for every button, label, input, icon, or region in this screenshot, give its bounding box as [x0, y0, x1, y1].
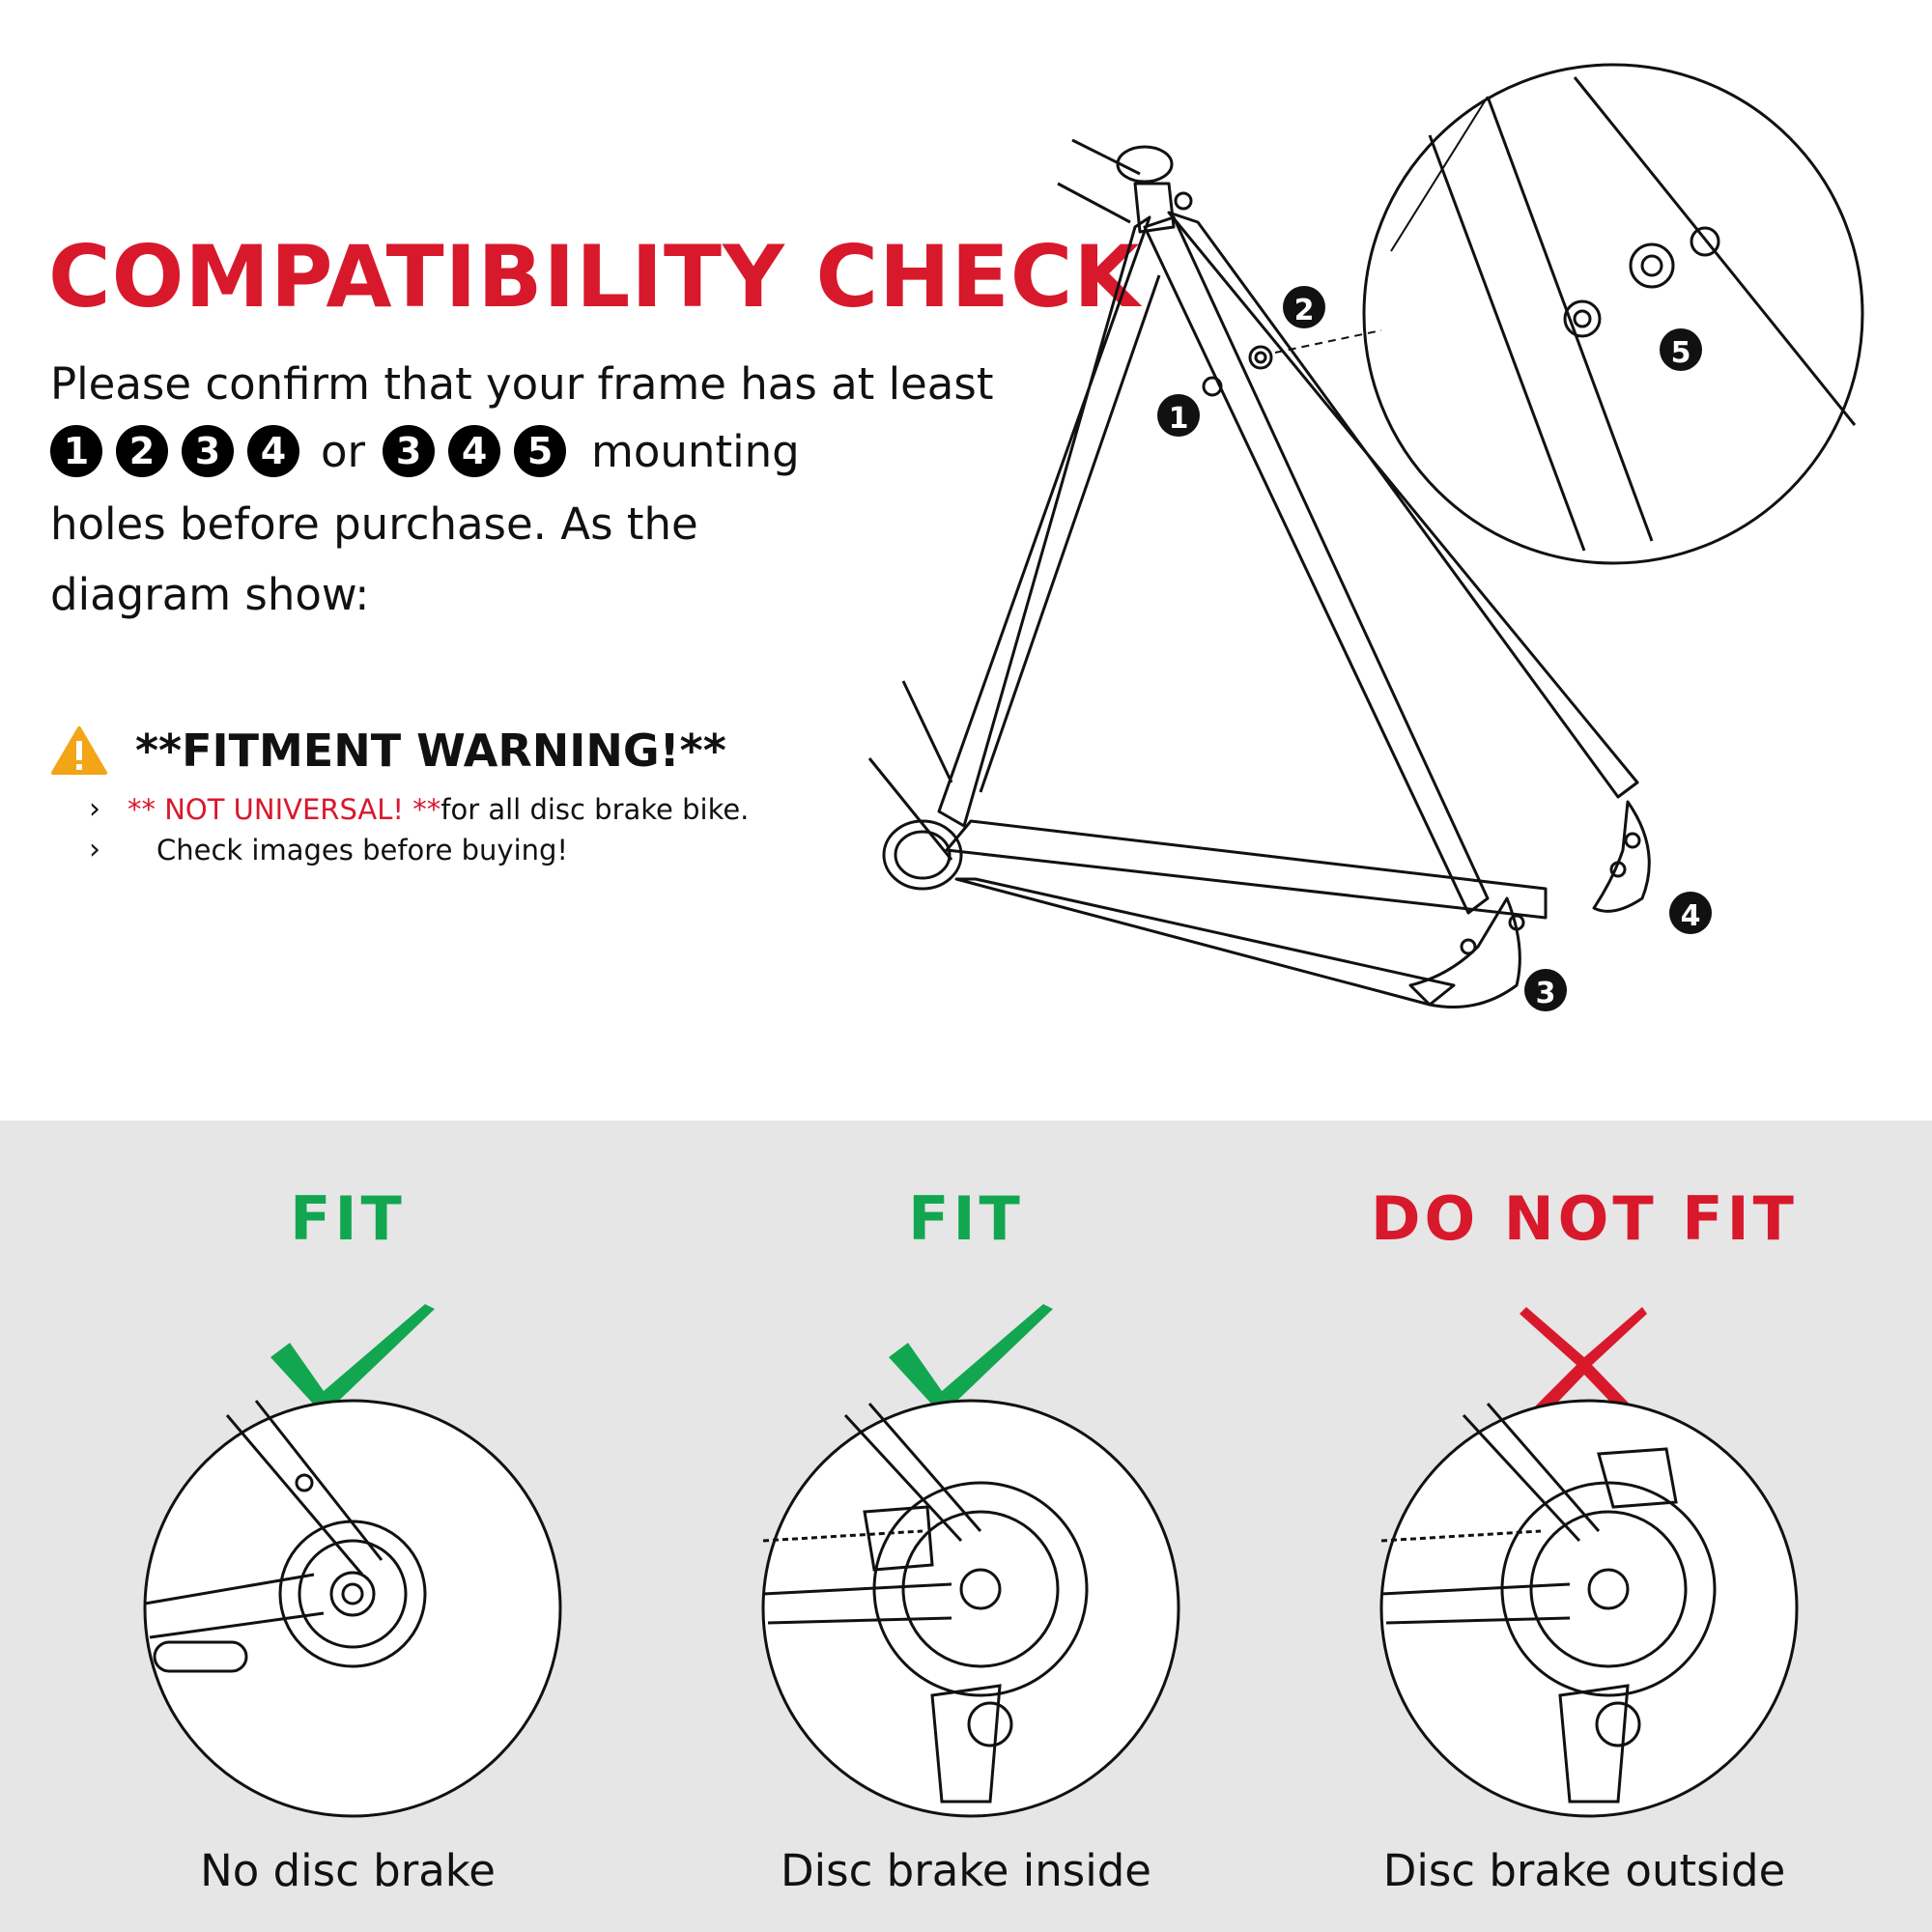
status-label: DO NOT FIT [1371, 1183, 1798, 1254]
hole-number-badge: 3 [383, 425, 436, 477]
svg-text:2: 2 [1294, 294, 1315, 327]
chevron-right-icon: › [89, 792, 100, 826]
callout-1: 1 [1157, 394, 1200, 437]
hole-number-badge: 4 [247, 425, 299, 477]
check-icon [889, 1304, 1053, 1415]
svg-text:3: 3 [1536, 977, 1556, 1010]
option-disc-brake-outside: DO NOT FIT Disc brake outside [1265, 1121, 1903, 1932]
svg-text:5: 5 [1671, 336, 1691, 370]
mounting-word: mounting [591, 425, 800, 477]
dropout-right [1592, 800, 1651, 913]
hole-number-badge: 5 [514, 425, 567, 477]
seat-tube [937, 215, 1151, 828]
option-no-disc-brake: FIT No disc brake [29, 1121, 667, 1932]
seat-stay [1143, 215, 1490, 915]
check-icon [270, 1304, 435, 1415]
warning-bullet-2: › Check images before buying! [89, 833, 568, 867]
cross-icon [1520, 1307, 1647, 1423]
intro-line-4: diagram show: [50, 569, 370, 620]
bottom-bracket [882, 819, 963, 891]
callout-4: 4 [1669, 892, 1712, 934]
no-disc-brake-illustration [143, 1399, 562, 1818]
bullet-1-text: for all disc brake bike. [440, 792, 750, 826]
seat-clamp [1116, 145, 1174, 184]
option-caption: Disc brake outside [1382, 1845, 1786, 1896]
option-caption: No disc brake [200, 1845, 496, 1896]
chain-stay [954, 877, 1456, 1007]
option-disc-brake-inside: FIT Disc brake inside [647, 1121, 1285, 1932]
hole-sets-row: 1 2 3 4 or 3 4 5 mounting [50, 425, 817, 477]
top-tube-stub [1071, 138, 1141, 176]
warning-bullet-1: › ** NOT UNIVERSAL! ** for all disc brak… [89, 792, 749, 826]
svg-text:1: 1 [1169, 402, 1189, 436]
callout-3: 3 [1524, 969, 1567, 1011]
svg-text:4: 4 [1681, 899, 1701, 933]
callout-5: 5 [1660, 328, 1702, 371]
disc-brake-outside-illustration [1379, 1399, 1799, 1818]
not-universal-text: ** NOT UNIVERSAL! ** [128, 792, 441, 826]
bullet-2-text: Check images before buying! [156, 833, 569, 867]
page-title: COMPATIBILITY CHECK [48, 227, 1141, 327]
hole-number-badge: 4 [448, 425, 501, 477]
seat-stay [1167, 211, 1639, 799]
fitment-warning-header: **FITMENT WARNING!** [50, 724, 726, 777]
intro-line-3: holes before purchase. As the [50, 498, 698, 550]
chain-stay [945, 819, 1548, 920]
warning-title: **FITMENT WARNING!** [135, 724, 726, 777]
chevron-right-icon: › [89, 833, 100, 867]
fitment-comparison-band: FIT No disc brake FIT [0, 1121, 1932, 1932]
diagram-callouts: 1 2 3 4 5 [1157, 286, 1712, 1011]
option-caption: Disc brake inside [781, 1845, 1151, 1896]
hole-number-badge: 3 [182, 425, 234, 477]
warning-triangle-icon [51, 726, 107, 775]
hole-number-badge: 2 [116, 425, 168, 477]
hole-number-badge: 1 [50, 425, 102, 477]
status-label: FIT [908, 1183, 1024, 1254]
dropout-left [1408, 896, 1521, 1009]
intro-line-1: Please confirm that your frame has at le… [50, 358, 994, 410]
status-label: FIT [290, 1183, 406, 1254]
disc-brake-inside-illustration [761, 1399, 1180, 1818]
or-word: or [321, 425, 366, 477]
callout-2: 2 [1283, 286, 1325, 328]
top-tube-stub [1057, 182, 1131, 224]
zoom-detail-circle [1362, 63, 1864, 565]
bike-frame-diagram: 1 2 3 4 5 [867, 63, 1864, 1011]
